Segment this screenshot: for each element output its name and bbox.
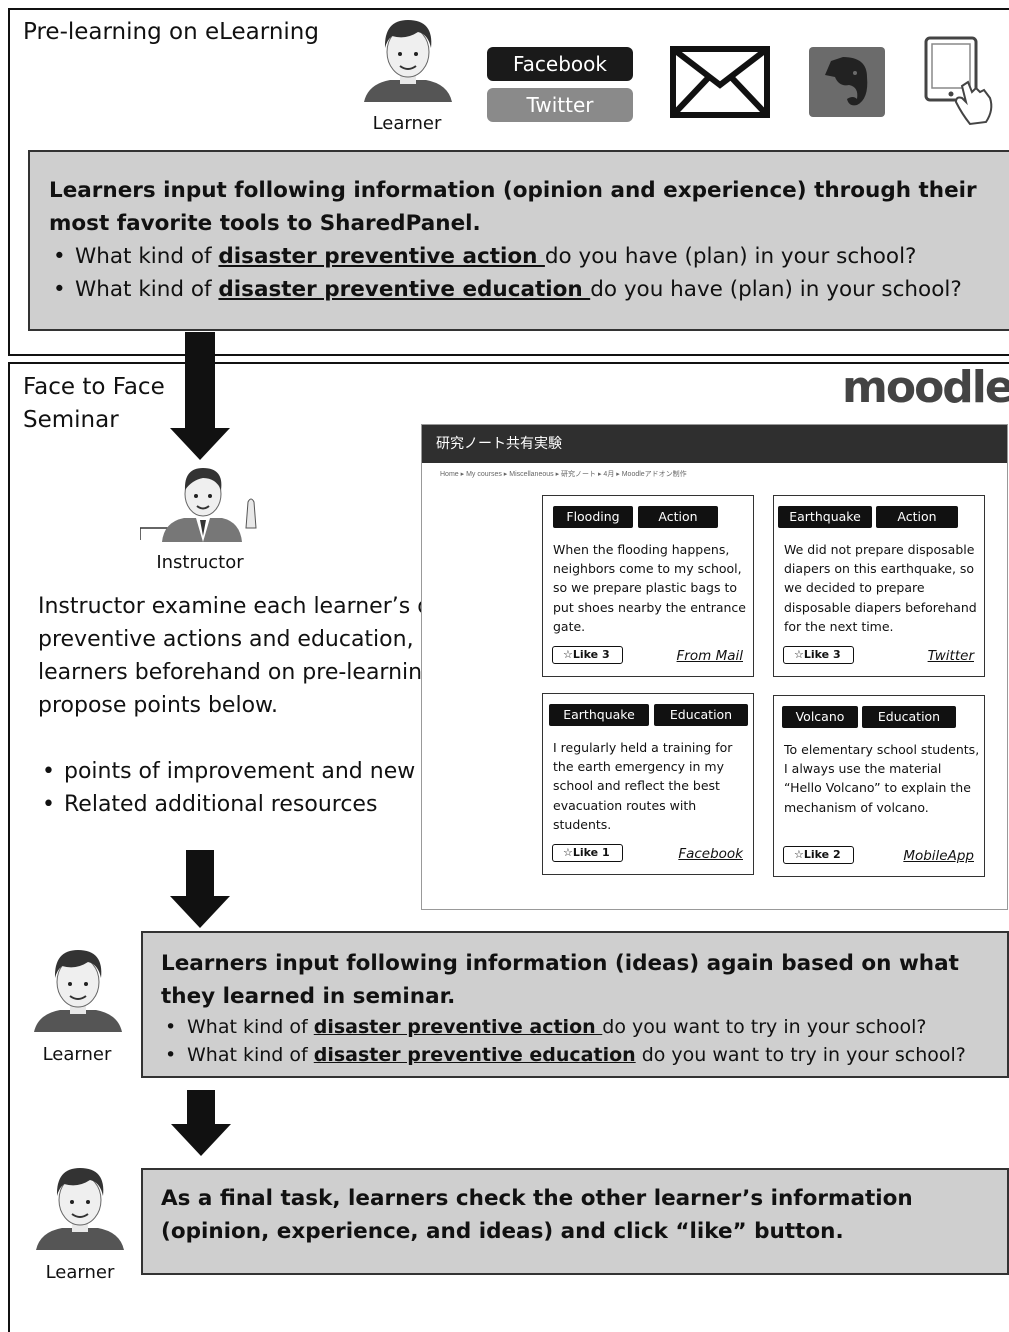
- learner-avatar: [34, 1162, 126, 1252]
- post-tag[interactable]: Earthquake: [549, 704, 649, 726]
- shared-panel-breadcrumb[interactable]: Home ▸ My courses ▸ Miscellaneous ▸ 研究ノー…: [440, 471, 687, 478]
- post-card: Earthquake Action We did not prepare dis…: [773, 495, 985, 677]
- mail-icon: [669, 45, 771, 124]
- final-task-lead: As a final task, learners check the othe…: [161, 1186, 913, 1244]
- post-tag[interactable]: Education: [654, 704, 748, 726]
- pre-q2-underlined: disaster preventive education: [218, 277, 591, 302]
- like-button[interactable]: ☆Like 1: [552, 844, 623, 862]
- pre-question-action: What kind of disaster preventive action …: [49, 240, 990, 273]
- like-button[interactable]: ☆Like 3: [783, 646, 854, 664]
- evernote-icon: [809, 47, 885, 122]
- post-seminar-lead: Learners input following information (id…: [161, 951, 959, 1009]
- post-tag[interactable]: Education: [862, 706, 956, 728]
- post-text: To elementary school students, I always …: [784, 742, 980, 815]
- learner-avatar: [32, 944, 124, 1034]
- pre-learning-title: Pre-learning on eLearning: [23, 19, 319, 45]
- post-source-link[interactable]: MobileApp: [903, 848, 974, 864]
- learner-label: Learner: [45, 1262, 115, 1283]
- flow-arrow-2-shaft: [186, 850, 214, 898]
- post-q1-prefix: What kind of: [187, 1016, 314, 1038]
- post-q2-prefix: What kind of: [187, 1044, 314, 1066]
- post-card: Volcano Education To elementary school s…: [773, 695, 985, 877]
- flow-arrow-3-head: [171, 1124, 231, 1156]
- instructor-label: Instructor: [156, 552, 244, 573]
- like-button[interactable]: ☆Like 2: [783, 846, 854, 864]
- post-tag[interactable]: Action: [876, 506, 958, 528]
- flow-arrow-1-head: [170, 428, 230, 460]
- post-question-action: What kind of disaster preventive action …: [161, 1013, 989, 1041]
- post-seminar-instruction-box: Learners input following information (id…: [141, 931, 1009, 1078]
- facebook-button[interactable]: Facebook: [487, 47, 633, 81]
- post-tag[interactable]: Volcano: [782, 706, 858, 728]
- post-text: We did not prepare disposable diapers on…: [784, 542, 977, 634]
- post-text: I regularly held a training for the eart…: [553, 740, 733, 832]
- post-source-link[interactable]: From Mail: [676, 648, 743, 664]
- tablet-icon: [922, 36, 1000, 135]
- shared-panel-title: 研究ノート共有実験: [422, 425, 1007, 463]
- seminar-title: Face to Face Seminar: [23, 371, 165, 437]
- pre-learning-lead: Learners input following information (op…: [49, 178, 977, 236]
- post-question-education: What kind of disaster preventive educati…: [161, 1041, 989, 1069]
- post-card: Flooding Action When the flooding happen…: [542, 495, 754, 677]
- post-tag[interactable]: Earthquake: [778, 506, 872, 528]
- post-text: When the flooding happens, neighbors com…: [553, 542, 746, 634]
- flow-arrow-3-shaft: [187, 1090, 215, 1126]
- post-card: Earthquake Education I regularly held a …: [542, 693, 754, 875]
- post-q1-underlined: disaster preventive action: [313, 1016, 603, 1038]
- seminar-title-line1: Face to Face: [23, 374, 165, 400]
- shared-panel-screenshot: 研究ノート共有実験 Home ▸ My courses ▸ Miscellane…: [421, 424, 1008, 910]
- pre-q1-suffix: do you have (plan) in your school?: [544, 244, 917, 269]
- moodle-logo: moodle: [842, 362, 1009, 413]
- post-source-link[interactable]: Facebook: [678, 846, 743, 862]
- final-task-box: As a final task, learners check the othe…: [141, 1168, 1009, 1275]
- post-q2-underlined: disaster preventive education: [313, 1044, 636, 1066]
- post-tag[interactable]: Flooding: [553, 506, 633, 528]
- post-q1-suffix: do you want to try in your school?: [602, 1016, 927, 1038]
- seminar-points: points of improvement and new ideas. Rel…: [38, 755, 518, 821]
- seminar-description: Instructor examine each learner’s disast…: [38, 594, 512, 718]
- twitter-button[interactable]: Twitter: [487, 88, 633, 122]
- learner-avatar: [362, 14, 454, 104]
- pre-q1-underlined: disaster preventive action: [218, 244, 545, 269]
- post-source-link[interactable]: Twitter: [927, 648, 974, 664]
- pre-question-education: What kind of disaster preventive educati…: [49, 273, 990, 306]
- seminar-section: [8, 362, 1009, 1332]
- pre-q2-suffix: do you have (plan) in your school?: [590, 277, 962, 302]
- flow-arrow-2-head: [170, 896, 230, 928]
- seminar-title-line2: Seminar: [23, 407, 119, 433]
- learner-label: Learner: [372, 113, 442, 134]
- instructor-avatar: [139, 466, 266, 542]
- pre-q2-prefix: What kind of: [75, 277, 219, 302]
- seminar-point-2: Related additional resources: [38, 788, 518, 821]
- learner-label: Learner: [42, 1044, 112, 1065]
- post-tag[interactable]: Action: [638, 506, 718, 528]
- seminar-point-1: points of improvement and new ideas.: [38, 755, 518, 788]
- post-q2-suffix: do you want to try in your school?: [635, 1044, 966, 1066]
- flow-arrow-1-shaft: [185, 332, 215, 430]
- pre-learning-instruction-box: Learners input following information (op…: [28, 150, 1009, 331]
- pre-learning-section: [8, 8, 1009, 356]
- pre-q1-prefix: What kind of: [75, 244, 219, 269]
- like-button[interactable]: ☆Like 3: [552, 646, 623, 664]
